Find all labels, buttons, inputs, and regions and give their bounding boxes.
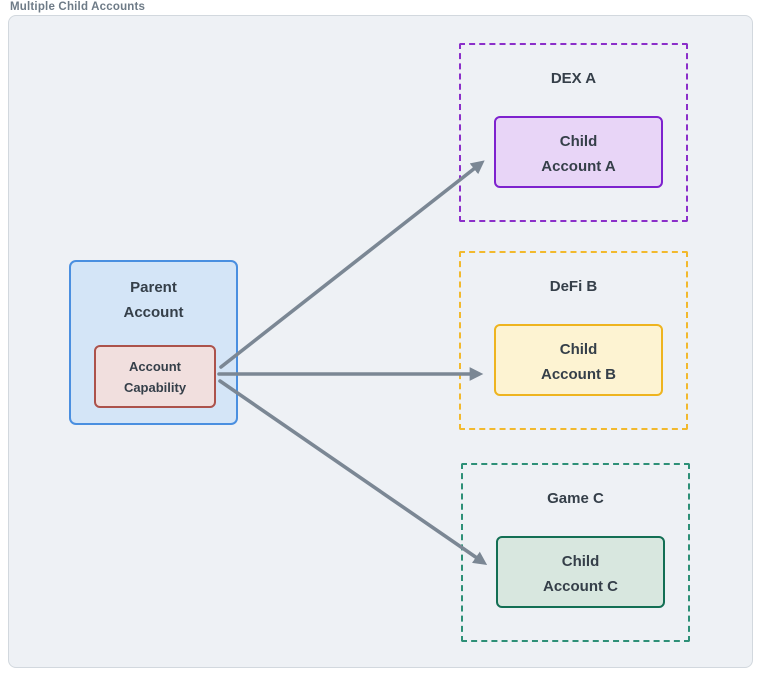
diagram-title: Multiple Child Accounts: [10, 1, 146, 13]
account-capability-label-line2: Capability: [123, 380, 187, 395]
parent-account-label-line1: Parent: [130, 279, 177, 296]
parent-account-label-line2: Account: [123, 304, 184, 321]
child-account-b-node: Child Account B: [494, 324, 663, 396]
group-title-game-c: Game C: [547, 490, 604, 507]
group-frame-defi-b: DeFi B Child Account B: [459, 251, 688, 430]
child-account-a-label-line2: Account A: [541, 158, 616, 175]
group-frame-dex-a: DEX A Child Account A: [459, 43, 688, 222]
group-title-dex-a: DEX A: [550, 70, 597, 87]
child-account-a-node: Child Account A: [494, 116, 663, 188]
child-account-c-label-line2: Account C: [543, 578, 618, 595]
account-capability-node: Account Capability: [94, 345, 216, 408]
child-account-c-label-line1: Child: [561, 553, 600, 570]
parent-account-node: Parent Account Account Capability: [69, 260, 238, 425]
child-account-b-label-line1: Child: [559, 341, 598, 358]
child-account-b-label-line2: Account B: [541, 366, 616, 383]
account-capability-label-line1: Account: [129, 359, 181, 374]
child-account-c-node: Child Account C: [496, 536, 665, 608]
group-title-defi-b: DeFi B: [549, 278, 598, 295]
group-frame-game-c: Game C Child Account C: [461, 463, 690, 642]
child-account-a-label-line1: Child: [559, 133, 598, 150]
